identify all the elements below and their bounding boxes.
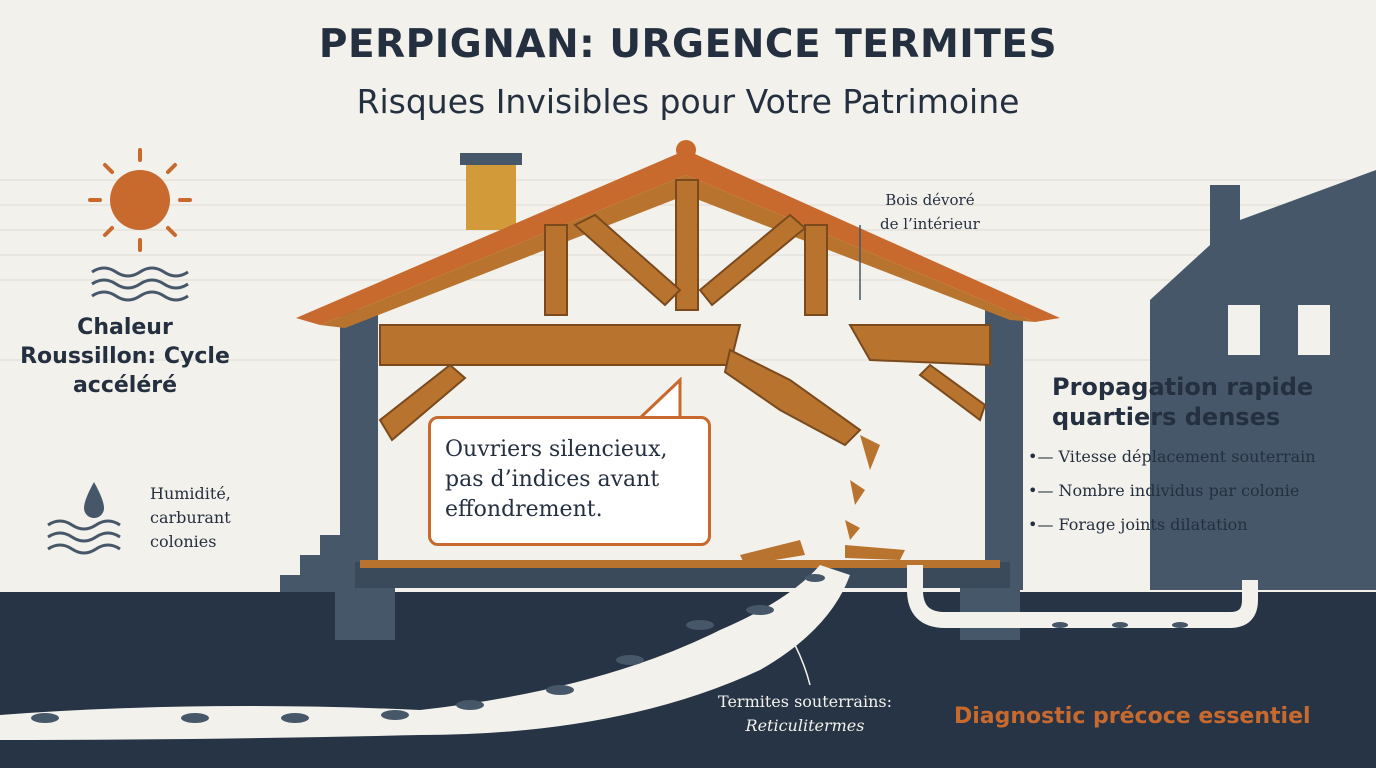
- termite-label: Termites souterrains: Reticulitermes: [710, 690, 900, 738]
- propagation-list: •— Vitesse déplacement souterrain •— Nom…: [1028, 440, 1316, 542]
- wood-label: Bois dévoré de l’intérieur: [880, 188, 980, 236]
- heat-label: Chaleur Roussillon: Cycle accéléré: [20, 315, 230, 398]
- page-title: PERPIGNAN: URGENCE TERMITES: [318, 22, 1058, 67]
- list-item: •— Forage joints dilatation: [1028, 515, 1248, 534]
- termite-species: Reticulitermes: [745, 716, 865, 735]
- propagation-heading: Propagation rapide quartiers denses: [1052, 373, 1314, 431]
- humidity-line: colonies: [150, 532, 217, 551]
- list-item: •— Nombre individus par colonie: [1028, 481, 1300, 500]
- page-subtitle: Risques Invisibles pour Votre Patrimoine: [356, 82, 1020, 121]
- wood-label-line: de l’intérieur: [880, 215, 980, 233]
- chimney: [466, 160, 516, 230]
- call-to-action: Diagnostic précoce essentiel: [954, 704, 1311, 729]
- sun-icon: [88, 148, 192, 252]
- bullet-text: Forage joints dilatation: [1058, 515, 1248, 534]
- wood-label-line: Bois dévoré: [885, 191, 975, 209]
- humidity-line: carburant: [150, 508, 231, 527]
- waves-icon: [91, 266, 189, 302]
- termite-tunnel: [0, 565, 850, 740]
- water-drop-icon: [47, 482, 121, 555]
- pipe: [907, 565, 1258, 628]
- termite-label-text: Termites souterrains:: [718, 692, 892, 711]
- bullet-text: Vitesse déplacement souterrain: [1058, 447, 1316, 466]
- humidity-label: Humidité, carburant colonies: [150, 482, 231, 554]
- speech-bubble: Ouvriers silencieux, pas d’indices avant…: [428, 416, 711, 546]
- humidity-line: Humidité,: [150, 484, 231, 503]
- bullet-text: Nombre individus par colonie: [1058, 481, 1300, 500]
- list-item: •— Vitesse déplacement souterrain: [1028, 447, 1316, 466]
- neighbor-house: [1150, 170, 1376, 590]
